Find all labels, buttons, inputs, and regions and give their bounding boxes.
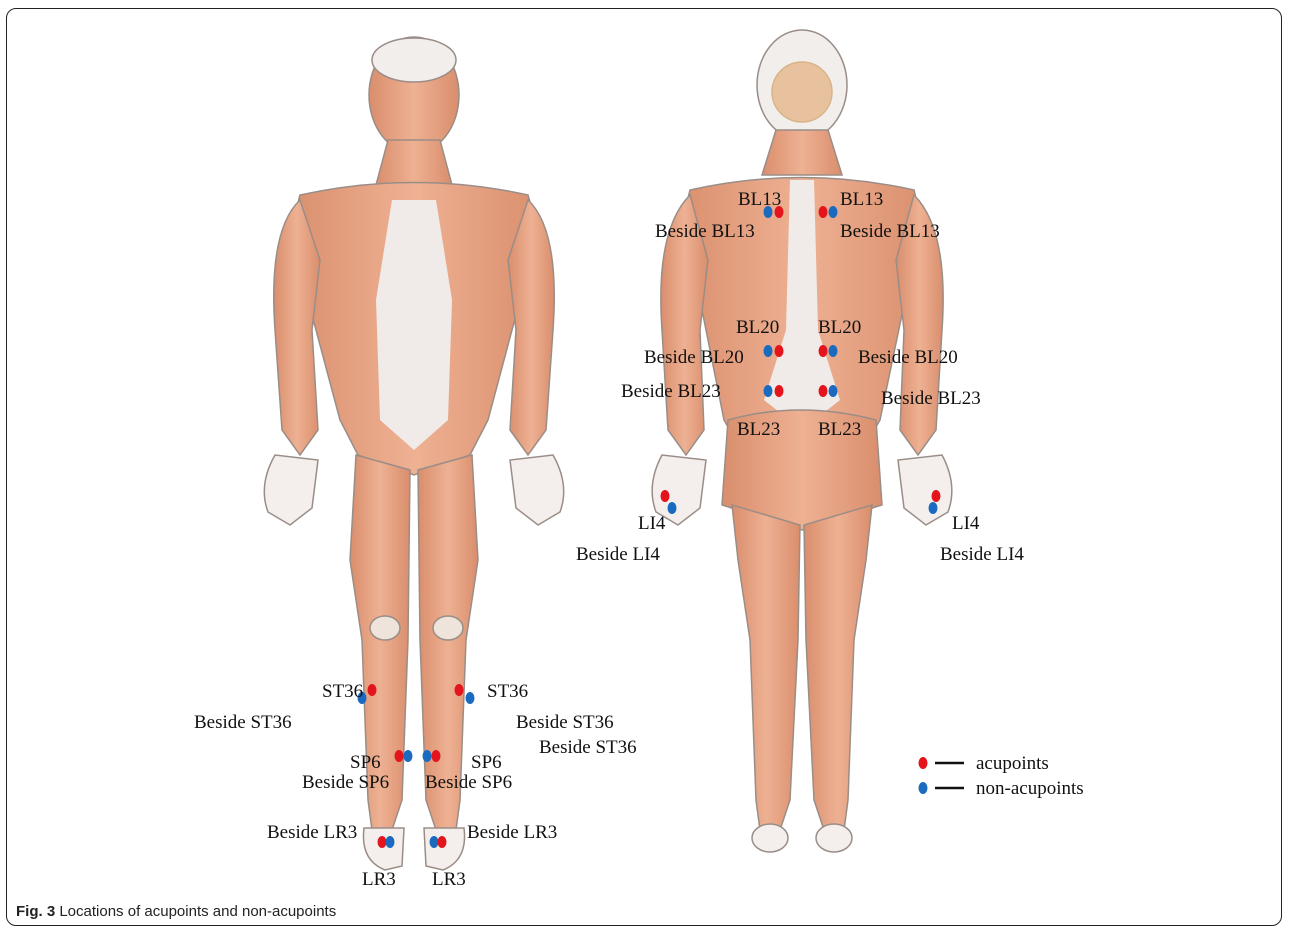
acupoint-lr3-l xyxy=(438,836,447,848)
non-acupoint-bl20-l xyxy=(764,345,773,357)
front-body xyxy=(264,37,563,870)
figure-caption: Fig. 3 Locations of acupoints and non-ac… xyxy=(16,903,336,920)
non-acupoint-lr3-r xyxy=(386,836,395,848)
label-beside-sp6-l: Beside SP6 xyxy=(425,773,512,792)
acupoint-sp6-l xyxy=(432,750,441,762)
label-sp6-l: SP6 xyxy=(471,753,502,772)
label-beside-lr3-r: Beside LR3 xyxy=(267,823,357,842)
non-acupoint-bl23-r xyxy=(829,385,838,397)
legend-acupoints-label: acupoints xyxy=(976,754,1049,773)
back-body xyxy=(652,30,952,852)
legend-non-acupoint-dot xyxy=(919,782,928,794)
back-left-heel xyxy=(816,824,852,852)
label-beside-st36-r: Beside ST36 xyxy=(194,713,292,732)
acupoint-bl20-l xyxy=(775,345,784,357)
label-beside-li4-l: Beside LI4 xyxy=(576,545,660,564)
label-beside-bl13-l: Beside BL13 xyxy=(655,222,755,241)
label-beside-st36-l: Beside ST36 xyxy=(516,713,614,732)
back-neck xyxy=(762,130,842,175)
label-lr3-r: LR3 xyxy=(362,870,396,889)
label-st36-r: ST36 xyxy=(322,682,363,701)
non-acupoint-st36-l xyxy=(466,692,475,704)
front-right-foot xyxy=(363,828,404,870)
legend-non-acupoints-label: non-acupoints xyxy=(976,779,1084,798)
label-bl23-r: BL23 xyxy=(818,420,861,439)
acupoint-st36-r xyxy=(368,684,377,696)
acupoint-li4-l xyxy=(661,490,670,502)
label-beside-bl23-r: Beside BL23 xyxy=(881,389,981,408)
non-acupoint-bl13-r xyxy=(829,206,838,218)
label-beside-st36-l2: Beside ST36 xyxy=(539,738,637,757)
label-st36-l: ST36 xyxy=(487,682,528,701)
acupoint-bl23-l xyxy=(775,385,784,397)
non-acupoint-li4-l xyxy=(668,502,677,514)
front-left-foot xyxy=(424,828,465,870)
acupoint-li4-r xyxy=(932,490,941,502)
non-acupoint-bl23-l xyxy=(764,385,773,397)
acupoint-bl20-r xyxy=(819,345,828,357)
label-beside-bl20-l: Beside BL20 xyxy=(644,348,744,367)
acupoint-lr3-r xyxy=(378,836,387,848)
caption-text: Locations of acupoints and non-acupoints xyxy=(59,903,336,920)
label-bl23-l: BL23 xyxy=(737,420,780,439)
label-bl13-l: BL13 xyxy=(738,190,781,209)
acupoint-bl23-r xyxy=(819,385,828,397)
caption-prefix: Fig. 3 xyxy=(16,903,55,920)
back-right-leg xyxy=(732,505,800,830)
back-right-heel xyxy=(752,824,788,852)
non-acupoint-lr3-l xyxy=(430,836,439,848)
label-beside-bl23-l: Beside BL23 xyxy=(621,382,721,401)
acupoint-bl13-r xyxy=(819,206,828,218)
label-beside-lr3-l: Beside LR3 xyxy=(467,823,557,842)
label-beside-sp6-r: Beside SP6 xyxy=(302,773,389,792)
non-acupoint-bl20-r xyxy=(829,345,838,357)
front-left-arm xyxy=(508,200,554,455)
acupoint-sp6-r xyxy=(395,750,404,762)
label-bl20-l: BL20 xyxy=(736,318,779,337)
label-beside-bl13-r: Beside BL13 xyxy=(840,222,940,241)
non-acupoint-sp6-l xyxy=(423,750,432,762)
label-bl20-r: BL20 xyxy=(818,318,861,337)
front-left-hand xyxy=(510,455,564,525)
back-left-leg xyxy=(804,505,872,830)
acupoint-st36-l xyxy=(455,684,464,696)
front-right-arm xyxy=(274,200,320,455)
label-lr3-l: LR3 xyxy=(432,870,466,889)
front-neck xyxy=(376,140,452,185)
legend xyxy=(919,757,965,794)
non-acupoint-sp6-r xyxy=(404,750,413,762)
label-li4-r: LI4 xyxy=(952,514,979,533)
label-li4-l: LI4 xyxy=(638,514,665,533)
label-beside-li4-r: Beside LI4 xyxy=(940,545,1024,564)
legend-acupoint-dot xyxy=(919,757,928,769)
non-acupoint-li4-r xyxy=(929,502,938,514)
label-bl13-r: BL13 xyxy=(840,190,883,209)
front-right-hand xyxy=(264,455,318,525)
label-beside-bl20-r: Beside BL20 xyxy=(858,348,958,367)
back-left-hand xyxy=(898,455,952,525)
label-sp6-r: SP6 xyxy=(350,753,381,772)
